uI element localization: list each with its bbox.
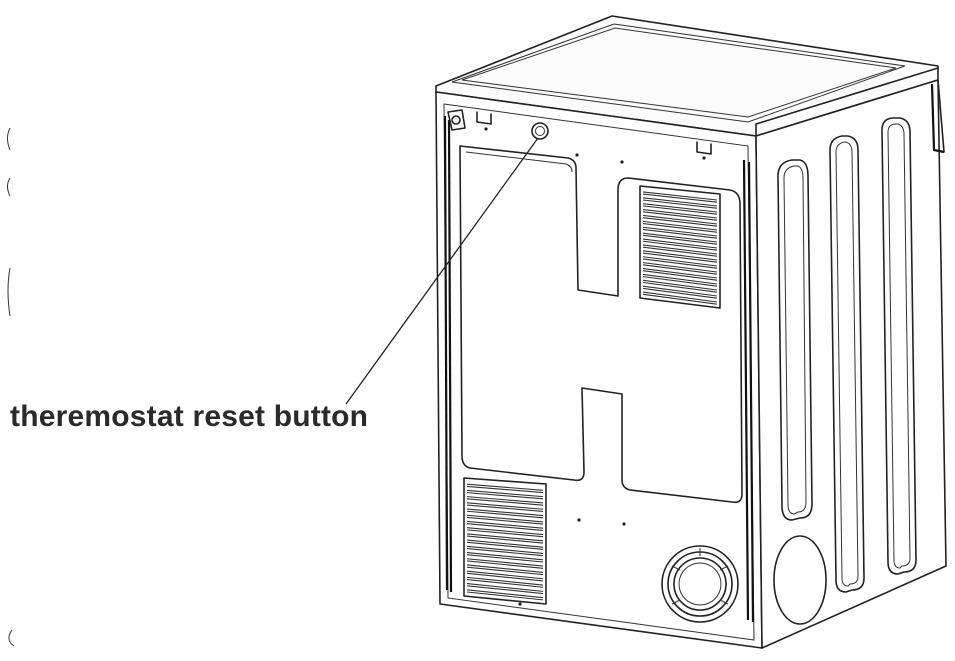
grille-slat	[642, 273, 718, 285]
grille-slat-shadow	[642, 223, 718, 233]
grille-slat-shadow	[466, 554, 544, 563]
grille-slat-shadow	[642, 193, 718, 203]
grille-slat	[642, 267, 718, 279]
grille-slat	[642, 262, 718, 273]
grille-slat-shadow	[466, 498, 544, 506]
grille-slat-shadow	[642, 246, 718, 257]
grille-slat-shadow	[642, 205, 718, 215]
grille-slat-shadow	[642, 276, 718, 287]
grille-slat-shadow	[642, 199, 718, 209]
grille-slat-shadow	[466, 535, 544, 544]
vent-grille-upper	[639, 185, 721, 309]
grille-slat	[466, 496, 544, 504]
grille-slat-shadow	[642, 258, 718, 269]
grille-slat-shadow	[642, 287, 718, 299]
grille-slat	[466, 583, 544, 592]
grille-slat	[466, 520, 544, 529]
grille-slat	[642, 226, 718, 237]
grille-slat-shadow	[466, 566, 544, 576]
grille-slat-shadow	[466, 504, 544, 513]
grille-slat	[466, 545, 544, 555]
grille-slat	[642, 191, 718, 201]
grille-slat	[642, 197, 718, 207]
grille-slat	[466, 502, 544, 510]
grille-slat	[642, 238, 718, 249]
grille-slat	[466, 527, 544, 536]
margin-marks	[7, 127, 15, 647]
grille-slat-shadow	[466, 585, 544, 595]
grille-slat-shadow	[466, 572, 544, 582]
grille-slat	[642, 232, 718, 243]
grille-slat-shadow	[642, 281, 718, 293]
grille-slat-shadow	[642, 240, 718, 251]
grille-slat-shadow	[466, 516, 544, 525]
grille-slat-shadow	[466, 560, 544, 569]
callout-label: theremostat reset button	[10, 400, 369, 433]
grille-slat	[466, 514, 544, 523]
grille-slat	[642, 250, 718, 261]
grille-slat	[642, 291, 718, 303]
grille-slat-shadow	[642, 264, 718, 275]
grille-slat	[466, 539, 544, 548]
grille-frame	[463, 477, 547, 605]
grille-slat-shadow	[466, 492, 544, 500]
grille-slat-shadow	[466, 579, 544, 588]
grille-slat-shadow	[642, 293, 718, 305]
callout-leader-line	[345, 137, 539, 405]
grille-slat-shadow	[466, 591, 544, 601]
grille-slat	[642, 285, 718, 297]
grille-slat	[642, 214, 718, 225]
grille-slat	[642, 209, 718, 219]
grille-slat	[642, 256, 718, 267]
grille-slat-shadow	[466, 485, 544, 494]
grille-slat	[466, 589, 544, 599]
grille-slat	[466, 564, 544, 573]
access-panel-h-shape	[459, 145, 743, 606]
grille-slat-shadow	[642, 252, 718, 263]
grille-slat	[466, 483, 544, 491]
grille-slat	[466, 489, 544, 498]
grille-slat	[466, 533, 544, 542]
grille-slat-shadow	[466, 529, 544, 538]
grille-slat-shadow	[642, 234, 718, 245]
vent-grille-lower	[463, 477, 547, 605]
grille-slat	[466, 508, 544, 517]
grille-slat-shadow	[466, 523, 544, 531]
grille-slat	[642, 244, 718, 255]
grille-slat-shadow	[466, 541, 544, 550]
grille-slat-shadow	[466, 547, 544, 557]
grille-slat	[642, 279, 718, 291]
grille-slat	[466, 551, 544, 561]
grille-slat-shadow	[642, 228, 718, 239]
grille-slat	[466, 558, 544, 567]
grille-slat	[466, 570, 544, 580]
grille-slat	[642, 220, 718, 231]
exhaust-port	[661, 545, 739, 623]
dryer-side-panel	[755, 79, 947, 649]
grille-frame	[639, 185, 721, 309]
grille-slat	[642, 203, 718, 213]
thermostat-reset-button	[531, 122, 549, 140]
grille-slat-shadow	[642, 270, 718, 281]
grille-slat-shadow	[466, 510, 544, 519]
grille-slat-shadow	[642, 217, 718, 227]
grille-slat	[466, 576, 544, 586]
grille-slat-shadow	[642, 211, 718, 221]
